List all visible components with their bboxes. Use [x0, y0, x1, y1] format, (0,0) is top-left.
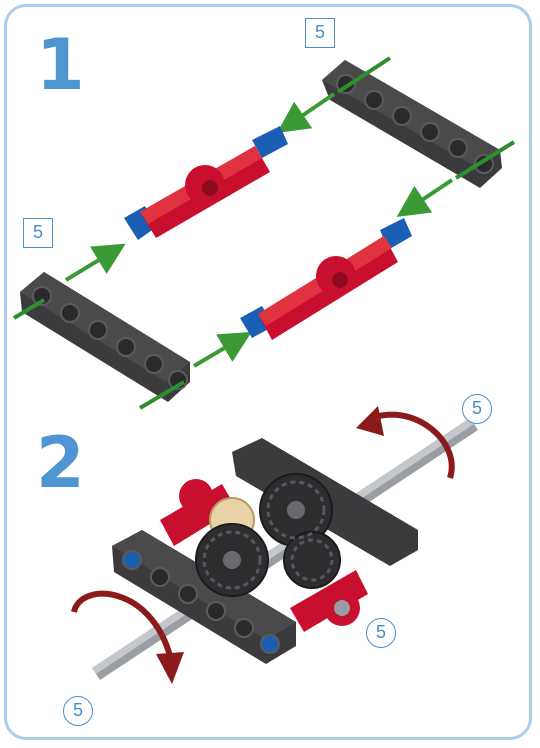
- beam-bottom-left: [20, 272, 190, 402]
- axle-length-callout-step2-bottom: 5: [63, 696, 93, 726]
- step-2-number: 2: [36, 422, 85, 504]
- rotation-arrow-bottom: [71, 590, 184, 684]
- axle-length-callout-step2-top: 5: [462, 394, 492, 424]
- insert-arrow-4: [192, 331, 252, 368]
- insert-arrow-1: [276, 92, 336, 134]
- step-1-number: 1: [36, 24, 85, 106]
- connector-upper: [124, 126, 288, 240]
- instruction-frame: [4, 4, 532, 740]
- axle-length-callout-top: 5: [305, 18, 335, 48]
- connector-lower: [240, 218, 412, 340]
- bevel-gears: [195, 473, 341, 597]
- beam-top-right: [322, 60, 502, 188]
- axle-length-callout-left: 5: [23, 218, 53, 248]
- insert-arrow-3: [64, 243, 126, 282]
- rotation-arrow-top: [356, 406, 455, 479]
- axle-length-callout-step2-mid: 5: [366, 618, 396, 648]
- insert-arrow-2: [396, 178, 454, 217]
